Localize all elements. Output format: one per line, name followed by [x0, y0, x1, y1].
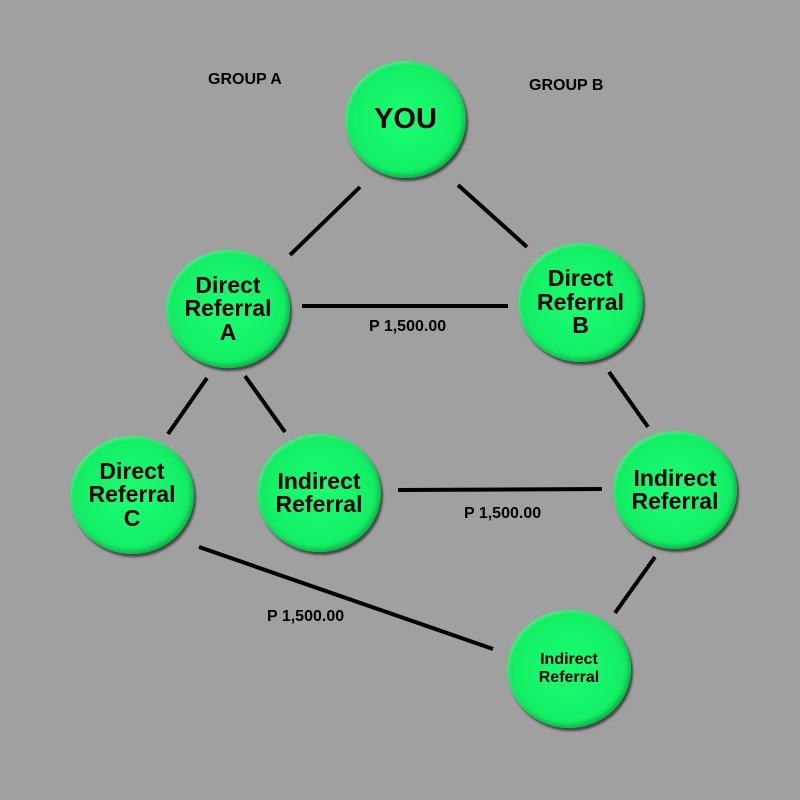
amount-label-indirect-pair: P 1,500.00	[464, 505, 542, 522]
link-you-direct-a	[288, 185, 362, 257]
node-direct-referral-b: Direct Referral B	[518, 243, 643, 362]
node-indirect-referral-3: Indirect Referral	[507, 610, 631, 728]
node-indirect-referral-2: Indirect Referral	[613, 431, 737, 549]
node-you: YOU	[345, 61, 466, 178]
amount-label-c-indirect: P 1,500.00	[267, 608, 345, 625]
node-direct-referral-a: Direct Referral A	[166, 250, 290, 368]
link-direct-a-indirect-1	[243, 374, 287, 434]
link-direct-a-direct-c	[166, 376, 209, 436]
link-direct-b-indirect-2	[607, 370, 650, 429]
node-direct-referral-c: Direct Referral C	[70, 436, 194, 554]
link-indirect-2-indirect-3	[613, 555, 657, 615]
amount-label-ab: P 1,500.00	[369, 318, 447, 335]
link-direct-c-indirect-3	[198, 545, 494, 651]
link-indirect-1-indirect-2	[397, 487, 603, 492]
group-a-label: GROUP A	[208, 71, 282, 88]
link-you-direct-b	[456, 183, 529, 249]
group-b-label: GROUP B	[529, 77, 604, 94]
node-indirect-referral-1: Indirect Referral	[257, 434, 381, 552]
